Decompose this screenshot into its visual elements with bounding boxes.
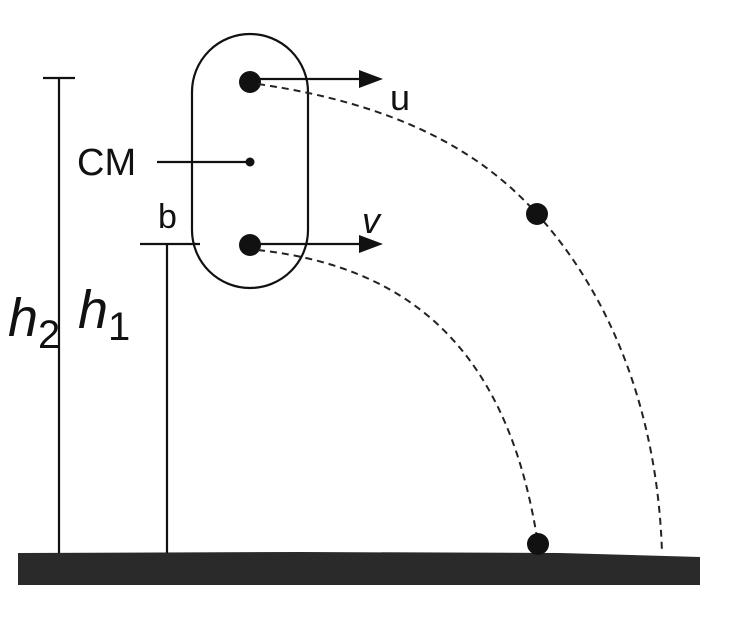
velocity-u-arrowhead — [359, 70, 383, 88]
label-b: b — [158, 198, 177, 236]
label-h1-letter: h — [78, 280, 108, 340]
label-h2-letter: h — [8, 288, 38, 348]
lower-mass-dot — [239, 234, 261, 256]
h2-height-marker — [43, 76, 75, 553]
ground-strip — [18, 552, 700, 585]
label-h1-subscript: 1 — [108, 305, 130, 349]
label-u: u — [390, 77, 410, 118]
lower-mass-trajectory — [257, 249, 539, 545]
velocity-v-arrowhead — [359, 235, 383, 253]
upper-mass-dot — [239, 71, 261, 93]
label-h2-subscript: 2 — [38, 313, 60, 357]
label-h2: h2 — [8, 288, 60, 357]
upper-mass-trajectory — [257, 83, 663, 554]
label-h1: h1 — [78, 280, 130, 349]
upper-mass-midflight-dot — [526, 203, 548, 225]
lower-mass-landing-dot — [527, 533, 549, 555]
center-of-mass-dot — [245, 157, 255, 167]
label-v: v — [362, 200, 382, 241]
label-cm: CM — [77, 142, 136, 184]
h1-height-marker — [140, 242, 200, 553]
